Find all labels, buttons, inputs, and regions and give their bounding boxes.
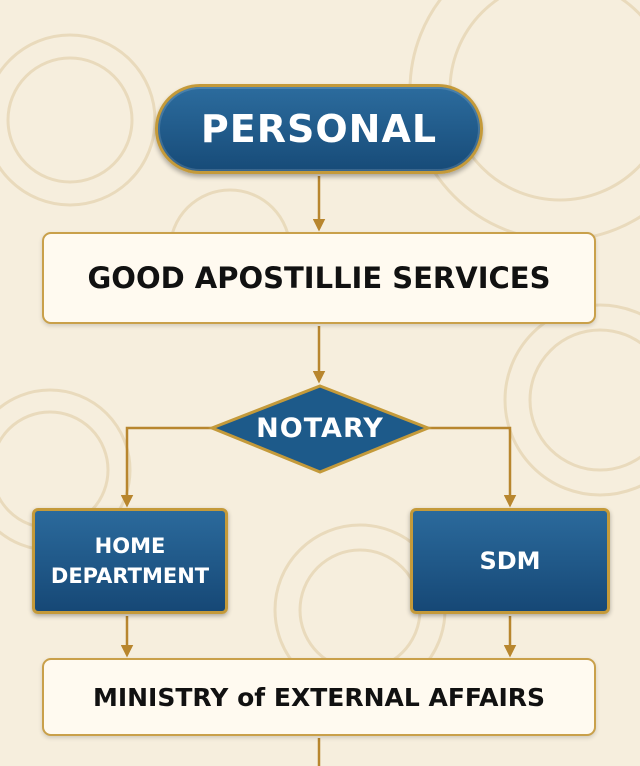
node-sdm: SDM: [410, 508, 610, 614]
notary-diamond: [207, 384, 433, 474]
home-department-line1: HOME: [94, 534, 166, 558]
node-good-apostillie-services: GOOD APOSTILLIE SERVICES: [42, 232, 596, 324]
home-department-line2: DEPARTMENT: [50, 564, 210, 588]
arrow-notary-to-sdm: [428, 426, 517, 508]
node-home-department: HOME DEPARTMENT: [32, 508, 228, 614]
arrow-notary-to-home: [120, 426, 212, 508]
node-personal: PERSONAL: [155, 84, 483, 174]
node-notary-label: NOTARY: [256, 412, 384, 444]
node-ministry-of-external-affairs: MINISTRY of EXTERNAL AFFAIRS: [42, 658, 596, 736]
